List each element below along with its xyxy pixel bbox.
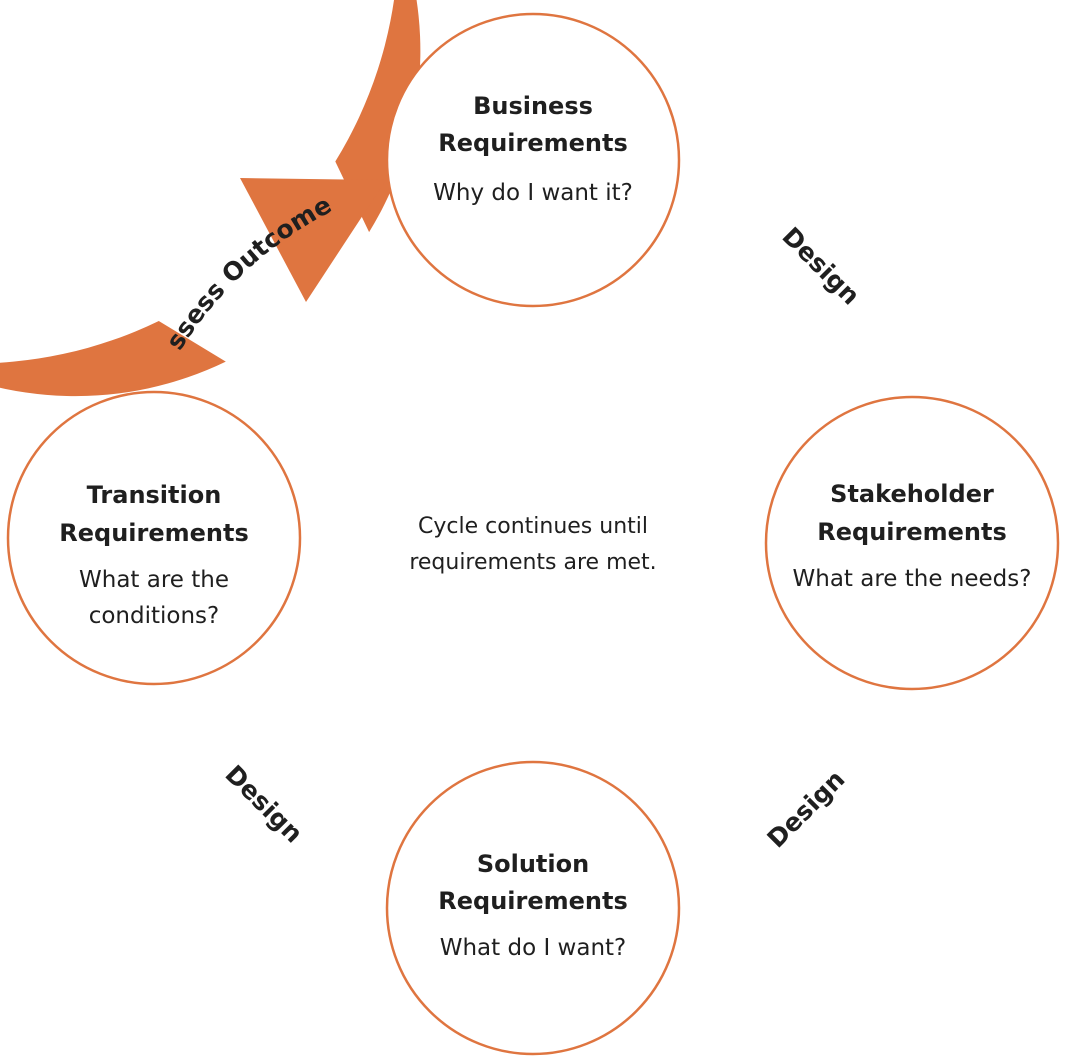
solution-requirements-node [385,760,681,1056]
transition-title-line1: Transition [87,481,222,509]
solution-question: What do I want? [440,935,627,961]
center-note-line2: requirements are met. [409,550,656,575]
business-title-line1: Business [473,92,593,120]
assess-outcomes-arrowhead [240,178,386,302]
assess-outcomes-label: Assess Outcomes [0,0,336,355]
stakeholder-title-line2: Requirements [817,518,1007,546]
stakeholder-title-line1: Stakeholder [830,480,994,508]
business-requirements-node [385,12,681,308]
business-title-line2: Requirements [438,129,628,157]
design-label-top-right: Design [777,221,866,310]
stakeholder-requirements-node [764,395,1060,691]
design-label-bottom-left: Design [220,759,309,848]
solution-title-line1: Solution [477,850,589,878]
solution-title-line2: Requirements [438,887,628,915]
transition-title-line2: Requirements [59,519,249,547]
design-label-bottom-right: Design [761,764,850,853]
transition-question-line2: conditions? [89,603,220,629]
center-note-line1: Cycle continues until [418,514,648,539]
transition-question-line1: What are the [79,567,229,593]
transition-requirements-node [6,390,302,686]
assess-outcomes-text: Assess Outcomes [0,0,336,355]
business-question: Why do I want it? [433,180,633,206]
stakeholder-question: What are the needs? [793,566,1032,592]
